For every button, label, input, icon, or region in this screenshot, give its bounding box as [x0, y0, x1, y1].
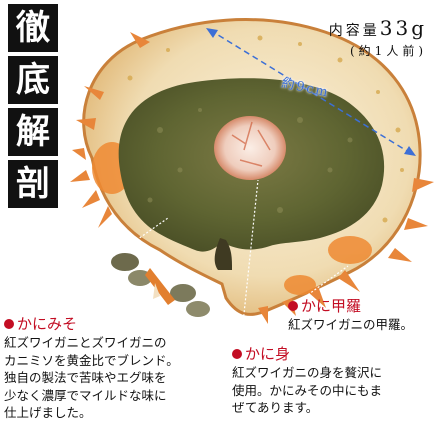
callout-kanimiso: かにみそ 紅ズワイガニとズワイガニの カニミソを黄金比でブレンド。 独自の製法で… — [4, 314, 216, 422]
callout-kora-line: 紅ズワイガニの甲羅。 — [288, 317, 414, 332]
crab-meat — [214, 116, 286, 180]
capacity-note: (約1人前) — [350, 44, 427, 58]
callout-kanimiso-heading: かにみそ — [17, 315, 78, 333]
title-char-1: 徹 — [8, 4, 58, 52]
title-char-4: 剖 — [8, 160, 58, 208]
title-char-2: 底 — [8, 56, 58, 104]
callout-kora: かに甲羅 紅ズワイガニの甲羅。 — [288, 296, 433, 334]
crab-legs — [111, 253, 210, 317]
capacity-unit: g — [411, 16, 427, 40]
capacity-amount: 33 — [379, 16, 412, 40]
measure-arrow-start-icon — [206, 28, 218, 38]
callout-kanimiso-line: 仕上げました。 — [4, 405, 92, 420]
callout-kanimiso-line: 独自の製法で苦味やエグ味を — [4, 370, 167, 385]
callout-kanimiso-line: カニミソを黄金比でブレンド。 — [4, 352, 179, 368]
bullet-dot-icon — [232, 349, 242, 359]
callout-kanimi: かに身 紅ズワイガニの身を贅沢に 使用。かにみその中にもま ぜてあります。 — [232, 344, 432, 417]
shell-spikes — [70, 32, 434, 324]
callout-kanimi-line: 使用。かにみその中にもま — [232, 382, 383, 398]
bullet-dot-icon — [288, 301, 298, 311]
title-char-3: 解 — [8, 108, 58, 156]
bullet-dot-icon — [4, 319, 14, 329]
callout-kanimi-heading: かに身 — [245, 345, 291, 363]
callout-kora-heading: かに甲羅 — [301, 297, 362, 315]
measure-arrow-end-icon — [404, 146, 416, 156]
callout-kanimiso-line: 少なく濃厚でマイルドな味に — [4, 387, 167, 403]
capacity-info: 内容量33g (約1人前) — [329, 16, 427, 59]
callout-leaders — [24, 179, 349, 353]
callout-kanimi-line: 紅ズワイガニの身を贅沢に — [232, 365, 383, 380]
capacity-prefix: 内容量 — [328, 23, 380, 39]
callout-kanimi-line: ぜてあります。 — [232, 400, 319, 415]
capacity-line: 内容量33g — [329, 16, 427, 40]
callout-kanimiso-line: 紅ズワイガニとズワイガニの — [4, 335, 167, 350]
